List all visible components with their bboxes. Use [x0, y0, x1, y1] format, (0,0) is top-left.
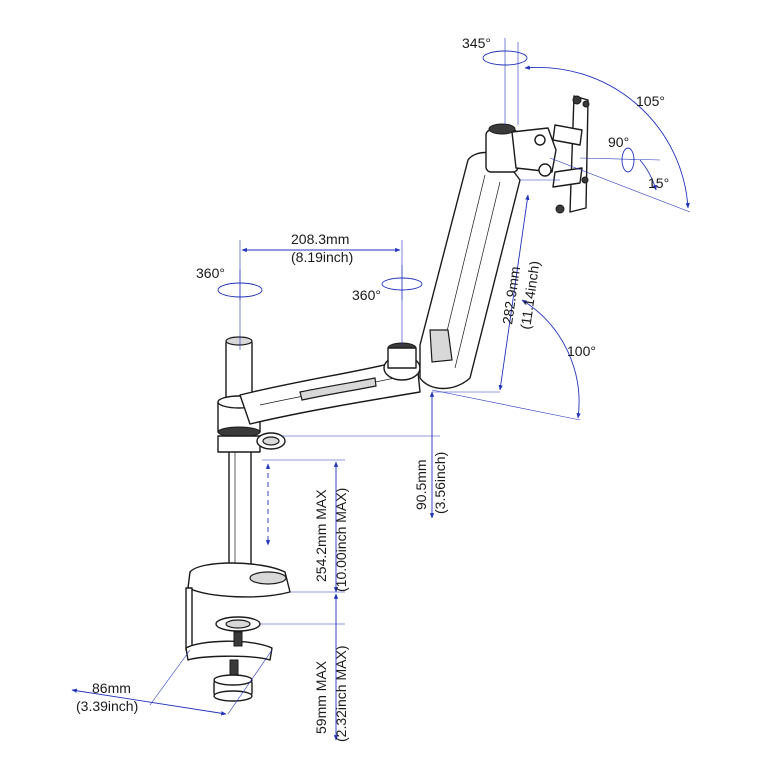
base-swivel-label: 360° [196, 265, 225, 281]
tilt-up-arc [524, 65, 690, 209]
clamp-depth-mm-label: 86mm [92, 680, 131, 696]
pole [225, 336, 253, 581]
tilt-down-label: 15° [648, 175, 669, 191]
base-swivel-ring [217, 270, 263, 300]
upper-arm-dimension [498, 194, 530, 391]
lower-arm [239, 342, 421, 425]
clamp-opening-in-label: (2.32inch MAX) [333, 646, 349, 742]
top-swivel-label: 345° [462, 35, 491, 51]
desk-clamp [185, 562, 291, 702]
elbow-swivel-label: 360° [352, 287, 381, 303]
tilt-mid-label: 90° [608, 134, 629, 150]
clamp-depth-in-label: (3.39inch) [76, 698, 138, 714]
arm-length-mm-label: 208.3mm [291, 231, 349, 247]
clamp-opening-mm-label: 59mm MAX [313, 660, 329, 734]
collar-height-in-label: (3.56inch) [432, 452, 448, 514]
elbow-swivel-ring [381, 265, 423, 300]
upper-arm [419, 151, 521, 390]
arm-length-in-label: (8.19inch) [291, 249, 353, 265]
tilt-up-label: 105° [636, 93, 665, 109]
dimension-lines [71, 38, 691, 741]
arm-lift-baseline [431, 389, 581, 421]
tilt-head [485, 123, 557, 177]
clamp-depth-dimension [71, 688, 227, 716]
top-swivel-ring [482, 38, 528, 125]
clamp-depth-extension-right [227, 649, 273, 715]
tilt-horizontal [579, 157, 661, 161]
tilt-rotation-ring [621, 147, 635, 173]
vesa-plate [552, 95, 590, 214]
arm-lift-label: 100° [567, 343, 596, 359]
clamp-depth-extension-left [149, 649, 191, 706]
collar-height-mm-label: 90.5mm [413, 459, 429, 510]
pole-adjust-in-label: (10.00inch MAX) [333, 488, 349, 592]
monitor-arm-drawing [185, 95, 590, 702]
pole-adjust-mm-label: 254.2mm MAX [313, 489, 329, 582]
tilt-down-arc [639, 159, 657, 191]
arm-lift-arc [521, 299, 581, 419]
